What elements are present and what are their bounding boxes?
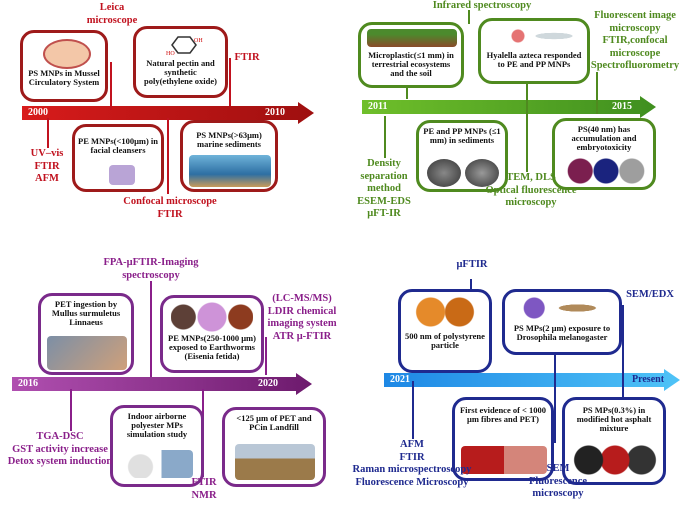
event-box-facial-cleanser: PE MNPs(<100μm) in facial cleansers: [72, 124, 164, 192]
event-text: PS(40 nm) has accumulation and embryotox…: [571, 124, 637, 152]
event-text: Indoor airborne polyester MPs simulation…: [126, 411, 188, 439]
earthworm-image: [171, 302, 253, 332]
event-box-asphalt: PS MPs(0.3%) in modified hot asphalt mix…: [562, 397, 666, 485]
method-label: (LC-MS/MS) LDIR chemical imaging system …: [267, 293, 337, 342]
event-box-polystyrene: 500 nm of polystyrene particle: [398, 289, 492, 373]
connector-line: [167, 118, 169, 194]
connector-line: [47, 118, 49, 148]
year-start: 2011: [368, 101, 388, 112]
soil-image: [367, 29, 457, 47]
event-text: Microplastic(≤1 mm) in terrestrial ecosy…: [368, 50, 454, 78]
sem-image-left: [427, 159, 461, 187]
connector-line: [526, 84, 528, 172]
connector-line: [384, 116, 386, 158]
svg-text:OH: OH: [194, 38, 203, 44]
method-label: Leica microscope: [86, 2, 138, 26]
method-label: UV–vis FTIR AFM: [30, 148, 64, 185]
event-text: 500 nm of polystyrene particle: [405, 331, 485, 350]
event-text: <125 μm of PET and PCin Landfill: [236, 413, 312, 432]
airborne-image: [123, 450, 193, 478]
cleanser-image: [109, 165, 135, 185]
event-box-marine-sediments: PS MNPs(>63μm) marine sediments: [180, 120, 278, 192]
year-start: 2021: [390, 374, 410, 385]
connector-line: [470, 279, 472, 295]
landfill-image: [235, 444, 315, 480]
svg-text:HO: HO: [166, 51, 175, 57]
event-text: PS MNPs in Mussel Circulatory System: [28, 68, 100, 87]
method-label: Confocal microscope FTIR: [123, 196, 217, 220]
event-text: PET ingestion by Mullus surmuletus Linna…: [51, 299, 121, 327]
event-box-mussel: PS MNPs in Mussel Circulatory System: [20, 30, 108, 102]
event-box-earthworms: PE MNPs(250-1000 μm) exposed to Earthwor…: [160, 295, 264, 373]
method-label: SEM Fluorescence microscopy: [528, 463, 588, 500]
hyalella-image: [491, 25, 581, 47]
year-end: 2015: [612, 101, 632, 112]
event-text: PE MNPs(<100μm) in facial cleansers: [78, 136, 159, 155]
year-start: 2000: [28, 107, 48, 118]
polystyrene-image: [409, 296, 481, 328]
method-label: AFM FTIR Raman microspectroscopy Fluores…: [352, 439, 472, 488]
timeline-panel-2016-2020: 2016 2020 PET ingestion by Mullus surmul…: [0, 257, 342, 513]
event-box-pectin: OH HO Natural pectin and synthetic poly(…: [133, 26, 228, 98]
event-text: PS MPs(0.3%) in modified hot asphalt mix…: [576, 405, 652, 433]
connector-line: [554, 341, 556, 443]
asphalt-image: [571, 444, 659, 476]
pectin-structure-image: OH HO: [166, 36, 203, 57]
event-box-airborne: Indoor airborne polyester MPs simulation…: [110, 405, 204, 487]
mussel-image: [43, 39, 91, 69]
sem-image-right: [465, 159, 499, 187]
timeline-panel-2021-present: 2021 Present 500 nm of polystyrene parti…: [342, 257, 685, 513]
timeline-arrow-purple: [12, 373, 312, 395]
connector-line: [229, 58, 231, 106]
connector-line: [406, 84, 408, 99]
timeline-arrow-red: [22, 102, 314, 124]
event-text: Natural pectin and synthetic poly(ethyle…: [144, 58, 217, 86]
event-text: First evidence of < 1000 μm fibres and P…: [459, 405, 547, 424]
method-label: TEM, DLS Optical fluorescence microscopy: [485, 172, 577, 209]
timeline-panel-2000-2010: 2000 2010 PS MNPs in Mussel Circulatory …: [0, 0, 342, 256]
connector-line: [110, 62, 112, 110]
method-label: SEM/EDX: [626, 289, 674, 300]
fibres-image: [461, 446, 547, 474]
connector-line: [412, 381, 414, 439]
event-box-fibres: First evidence of < 1000 μm fibres and P…: [452, 397, 554, 481]
event-text: PE MNPs(250-1000 μm) exposed to Earthwor…: [168, 333, 256, 361]
event-text: PS MNPs(>63μm) marine sediments: [196, 130, 262, 149]
connector-line: [468, 10, 470, 24]
method-label: FPA-μFTIR-Imaging spectroscopy: [103, 257, 199, 281]
event-box-landfill: <125 μm of PET and PCin Landfill: [222, 407, 326, 487]
connector-line: [150, 281, 152, 377]
year-end: 2020: [258, 378, 278, 389]
method-label: FTIR NMR: [191, 477, 217, 501]
timeline-arrow-blue: [384, 369, 680, 391]
method-label: Density separation method ESEM-EDS μFT-I…: [357, 158, 411, 220]
connector-line: [622, 305, 624, 397]
timeline-arrow-green: [362, 96, 656, 118]
event-box-embryotoxicity: PS(40 nm) has accumulation and embryotox…: [552, 118, 656, 190]
method-label: μFTIR: [456, 259, 488, 270]
connector-line: [265, 337, 267, 375]
method-label: TGA-DSC GST activity increase Detox syst…: [7, 431, 113, 468]
connector-line: [596, 72, 598, 114]
year-end: Present: [632, 374, 665, 385]
embryo-image: [563, 157, 649, 185]
event-box-drosophila: PS MPs(2 μm) exposure to Drosophila mela…: [502, 289, 622, 355]
sediment-image: [189, 155, 271, 187]
fish-image: [47, 336, 127, 370]
method-label: FTIR: [234, 52, 260, 63]
event-text: PS MPs(2 μm) exposure to Drosophila mela…: [513, 323, 611, 342]
connector-line: [70, 389, 72, 431]
event-box-hyalella: Hyalella azteca responded to PE and PP M…: [478, 18, 590, 84]
event-text: PE and PP MNPs (≤1 mm) in sediments: [423, 126, 501, 145]
event-box-mullus: PET ingestion by Mullus surmuletus Linna…: [38, 293, 134, 375]
year-start: 2016: [18, 378, 38, 389]
year-end: 2010: [265, 107, 285, 118]
drosophila-image: [515, 296, 611, 320]
event-text: Hyalella azteca responded to PE and PP M…: [486, 50, 582, 69]
event-box-sediments: PE and PP MNPs (≤1 mm) in sediments: [416, 120, 508, 192]
method-label: Fluorescent image microscopy FTIR,confoc…: [590, 10, 680, 72]
event-box-terrestrial: Microplastic(≤1 mm) in terrestrial ecosy…: [358, 22, 464, 88]
timeline-panel-2011-2015: 2011 2015 Microplastic(≤1 mm) in terrest…: [342, 0, 685, 256]
method-label: Infrared spectroscopy: [432, 0, 532, 11]
